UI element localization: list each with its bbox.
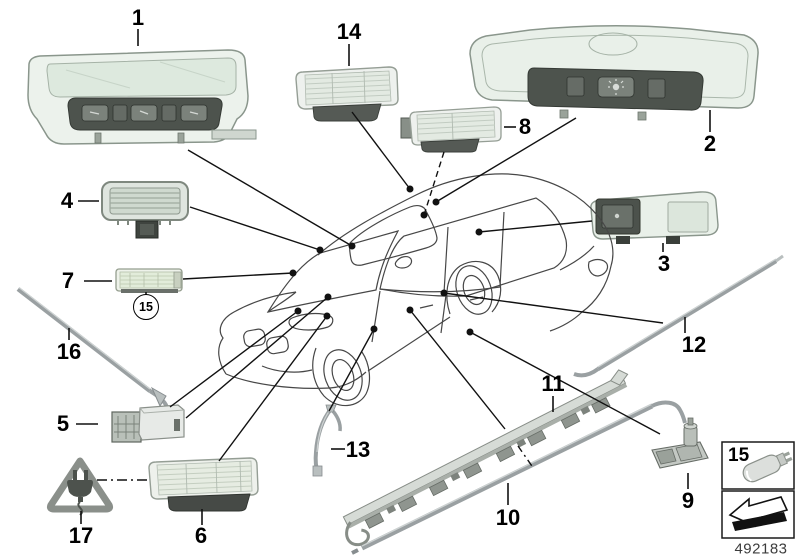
part-label-2[interactable]: 2	[703, 131, 717, 156]
part-11-contour-light-strip	[342, 369, 629, 547]
part-4-interior-lamp	[101, 181, 189, 239]
part-6-luggage-compartment-lamp	[148, 457, 259, 512]
part-8-interior-lamp	[400, 106, 502, 153]
part-9-led-module	[651, 417, 709, 469]
direction-arrow-icon	[728, 496, 789, 531]
part-3-reading-light	[590, 191, 719, 244]
bulb-icon	[742, 451, 793, 483]
part-label-1[interactable]: 1	[131, 5, 145, 30]
part-14-interior-lamp	[295, 66, 399, 122]
part-label-9[interactable]: 9	[681, 488, 695, 513]
part-2-roof-function-center-rear	[469, 24, 759, 121]
part-5-sensor-module	[111, 404, 185, 443]
part-label-16[interactable]: 16	[56, 339, 82, 364]
bulb-box-label-15[interactable]: 15	[728, 445, 750, 466]
part-label-11[interactable]: 11	[541, 371, 565, 396]
warning-triangle-icon	[46, 457, 114, 516]
part-label-3[interactable]: 3	[657, 251, 671, 276]
part-label-12[interactable]: 12	[681, 332, 707, 357]
part-label-17[interactable]: 17	[68, 523, 94, 548]
car-outline	[218, 173, 614, 407]
part-label-8[interactable]: 8	[518, 114, 532, 139]
part-13-light-guide-bracket	[312, 404, 342, 477]
part-label-6[interactable]: 6	[194, 523, 208, 548]
leader-dots	[289, 185, 483, 336]
part-7-interior-lamp	[115, 268, 183, 293]
part-1-roof-function-center-front	[27, 49, 257, 145]
part-label-13[interactable]: 13	[345, 437, 371, 462]
diagram-number: 492183	[734, 540, 788, 558]
part-12-light-guide	[573, 254, 784, 378]
part-label-5[interactable]: 5	[56, 411, 70, 436]
part-label-4[interactable]: 4	[60, 188, 74, 213]
part-label-14[interactable]: 14	[336, 19, 362, 44]
part-15-bulb-box	[721, 441, 795, 490]
part-10-light-strip	[351, 400, 687, 555]
label-tick-lines	[68, 29, 711, 525]
leader-lines	[97, 111, 664, 481]
part-label-7[interactable]: 7	[61, 268, 75, 293]
direction-arrow-box	[721, 490, 795, 539]
part-callout-15[interactable]: 15	[133, 294, 159, 320]
part-label-10[interactable]: 10	[495, 505, 521, 530]
